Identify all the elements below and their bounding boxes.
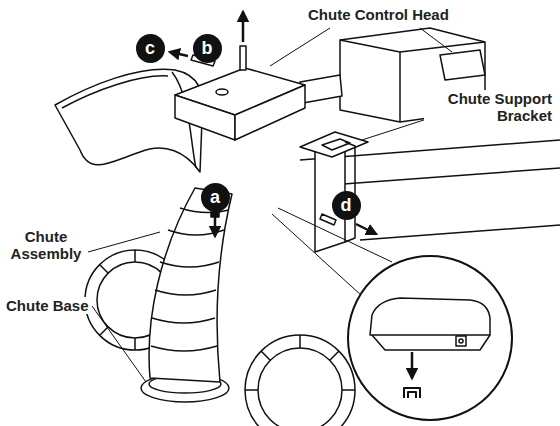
part-name: Chute Control Head	[306, 6, 451, 23]
part-name: Chute Support Bracket	[424, 90, 554, 124]
machine-body	[300, 28, 560, 240]
callout-number: a	[201, 183, 230, 212]
callout-number: b	[193, 34, 222, 63]
callout-disc	[332, 191, 361, 220]
callout-circle: d	[332, 191, 361, 220]
control-head	[175, 68, 342, 140]
callout-number: d	[332, 191, 361, 220]
callout-disc	[201, 183, 230, 212]
callout-circle: a	[201, 183, 230, 212]
callout-circle: b	[193, 34, 222, 63]
detail-inset	[348, 256, 512, 420]
callout-disc	[193, 34, 222, 63]
callout-number: c	[136, 34, 165, 63]
chute-tube	[149, 188, 232, 382]
part-name: Chute Base	[4, 297, 91, 314]
part-name: Chute Assembly	[4, 228, 88, 262]
wheel	[85, 250, 355, 426]
callout-circle: c	[136, 34, 165, 63]
callout-disc	[136, 34, 165, 63]
fasteners	[170, 12, 376, 236]
